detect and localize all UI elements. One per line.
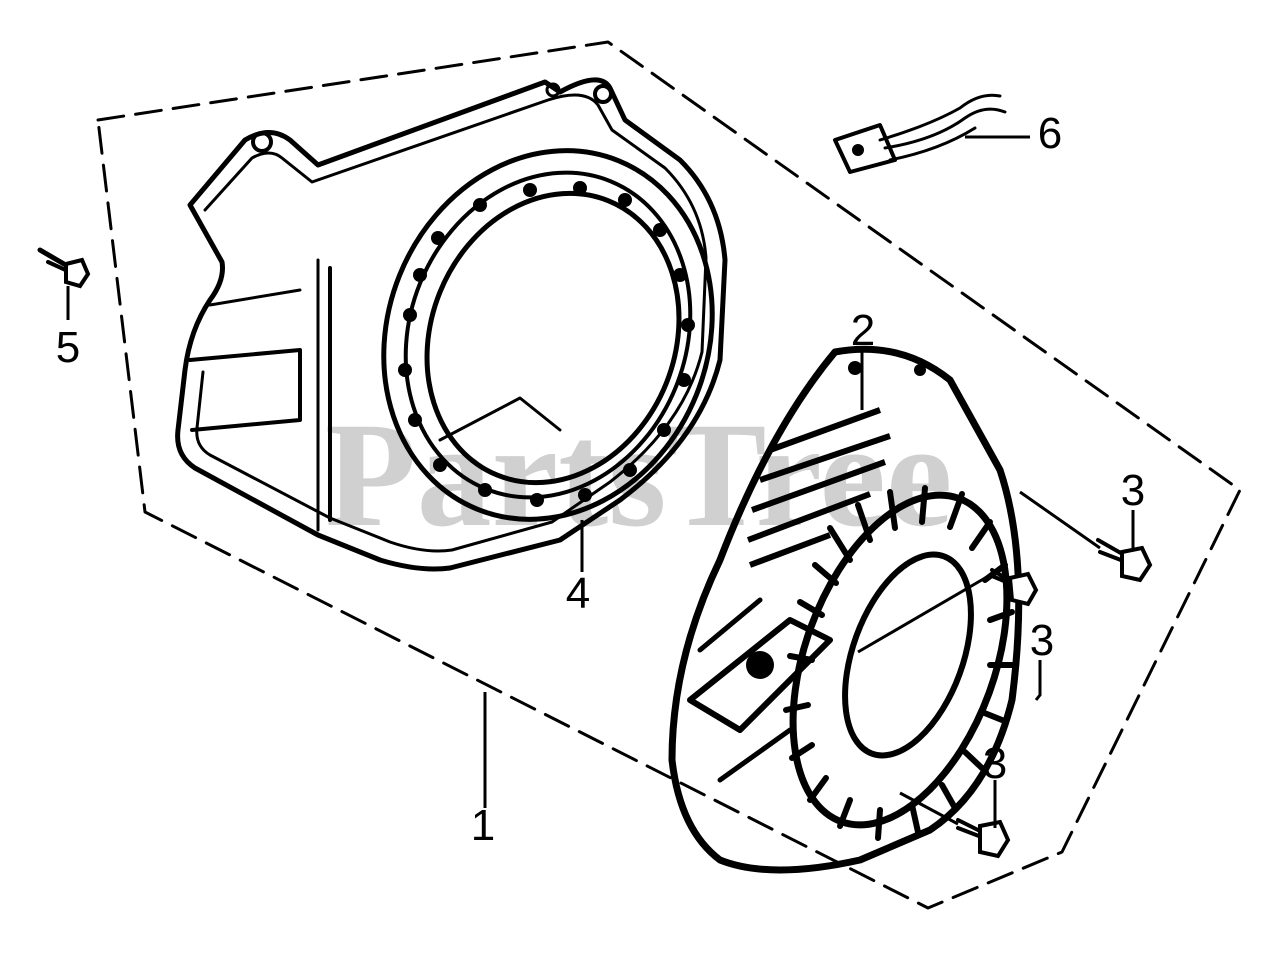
bolt-icon-middle — [990, 568, 1039, 607]
callout-3-middle: 3 — [1030, 616, 1054, 665]
callout-5: 5 — [56, 323, 80, 372]
callout-4: 4 — [566, 569, 590, 618]
fan-cover-icon — [175, 77, 728, 572]
callout-3-upper: 3 — [1121, 466, 1145, 515]
callout-6: 6 — [1038, 109, 1062, 158]
sensor-icon — [833, 93, 1007, 174]
screw-icon — [37, 247, 91, 289]
callout-3-lower: 3 — [983, 739, 1007, 788]
recoil-starter-icon — [668, 345, 1023, 874]
callout-2: 2 — [851, 306, 875, 355]
assembly-boundary — [96, 40, 1242, 910]
bolt-icon-upper — [1096, 538, 1153, 583]
callout-1: 1 — [471, 801, 495, 850]
bolt-icon-lower — [956, 818, 1011, 859]
leader-lines — [66, 135, 1135, 828]
